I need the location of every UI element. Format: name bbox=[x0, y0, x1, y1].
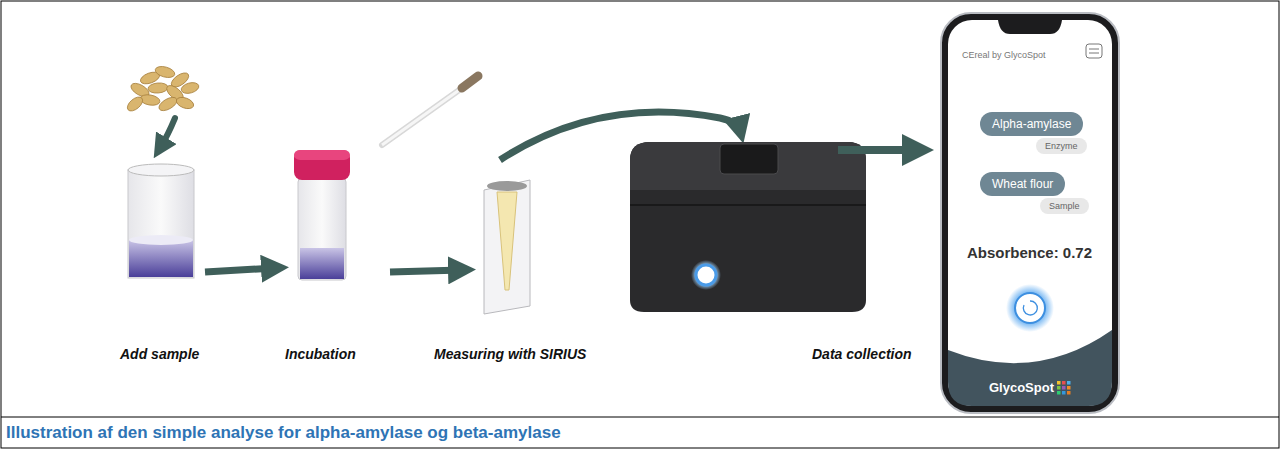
caption: Illustration af den simple analyse for a… bbox=[6, 423, 561, 443]
step-label: Measuring with SIRIUS bbox=[434, 346, 586, 362]
pill-text: Alpha-amylase bbox=[992, 117, 1071, 131]
step-label: Data collection bbox=[812, 346, 912, 362]
incubation-vial bbox=[294, 150, 350, 280]
brand-name: GlycoSpot bbox=[989, 380, 1054, 395]
selector-pill: Wheat flour bbox=[980, 172, 1065, 196]
brand-dots bbox=[1057, 381, 1073, 395]
step-label: Add sample bbox=[120, 346, 199, 362]
selector-pill: Alpha-amylase bbox=[980, 112, 1083, 136]
pill-text: Enzyme bbox=[1045, 141, 1078, 151]
frame-divider bbox=[1, 417, 1279, 418]
pill-text: Wheat flour bbox=[992, 177, 1053, 191]
sample-cup bbox=[128, 164, 194, 278]
category-pill: Enzyme bbox=[1036, 138, 1087, 154]
pill-text: Sample bbox=[1049, 201, 1080, 211]
cuvette bbox=[484, 180, 530, 314]
phone-body bbox=[940, 12, 1120, 414]
flow-arrow bbox=[390, 270, 462, 272]
pipette bbox=[382, 76, 478, 145]
flow-arrow bbox=[205, 268, 275, 272]
sirius-device bbox=[630, 142, 866, 312]
flow-arrow bbox=[160, 118, 175, 148]
app-title: CEreal by GlycoSpot bbox=[962, 50, 1046, 60]
grain-pile bbox=[125, 65, 200, 114]
phone-mockup: CEreal by GlycoSpotAbsorbence: 0.72Glyco… bbox=[940, 12, 1120, 414]
step-label: Incubation bbox=[285, 346, 356, 362]
flow-arrow bbox=[838, 146, 918, 154]
absorbance-readout: Absorbence: 0.72 bbox=[967, 244, 1092, 261]
category-pill: Sample bbox=[1040, 198, 1089, 214]
